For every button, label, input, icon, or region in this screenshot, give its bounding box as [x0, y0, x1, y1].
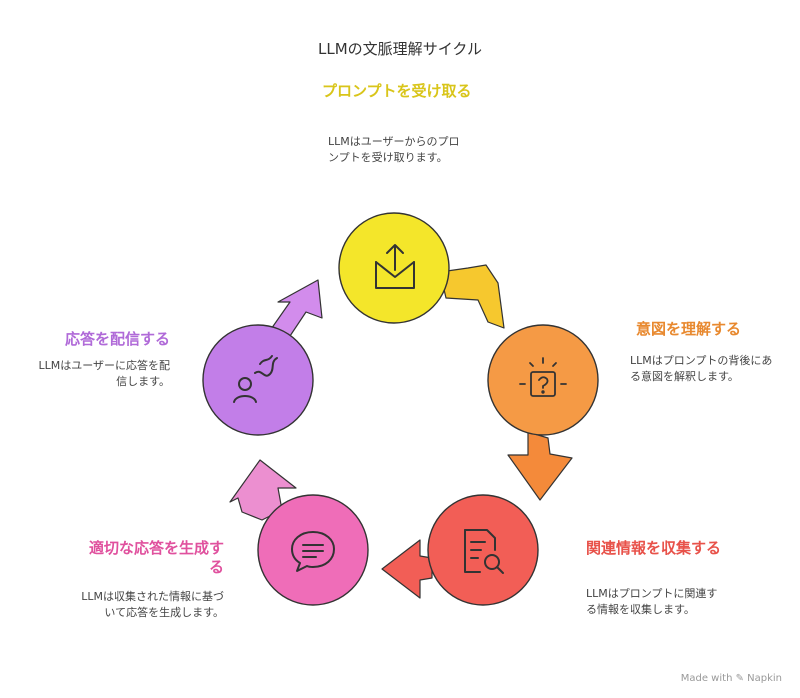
step-title-deliver: 応答を配信する — [64, 330, 170, 348]
step-desc-deliver: LLMはユーザーに応答を配信します。 — [38, 359, 170, 388]
chat-bubble-icon — [291, 531, 335, 572]
step-desc-receive: LLMはユーザーからのプロンプトを受け取ります。 — [328, 135, 460, 164]
user-delivery-icon — [233, 355, 278, 403]
step-desc-understand: LLMはプロンプトの背後にある意図を解釈します。 — [630, 354, 773, 383]
arrow-generate-to-deliver — [229, 459, 297, 521]
step-title-collect: 関連情報を収集する — [586, 539, 722, 557]
step-title-receive: プロンプトを受け取る — [322, 82, 472, 100]
arrow-receive-to-understand — [439, 264, 505, 329]
step-desc-generate: LLMは収集された情報に基づいて応答を生成します。 — [81, 590, 224, 619]
arrow-collect-to-generate — [381, 539, 433, 599]
napkin-credit[interactable]: Made with ✎ Napkin — [680, 673, 782, 684]
step-desc-collect: LLMはプロンプトに関連する情報を収集します。 — [586, 587, 718, 616]
document-search-icon — [464, 529, 504, 574]
step-circle-collect — [427, 494, 539, 606]
envelope-upload-icon — [375, 244, 415, 289]
diagram-title: LLMの文脈理解サイクル — [318, 40, 482, 58]
arrow-understand-to-collect — [507, 431, 573, 501]
step-title-understand: 意図を理解する — [636, 320, 742, 338]
step-circle-understand — [487, 324, 599, 436]
question-box-icon — [519, 357, 567, 397]
step-title-generate: 適切な応答を生成する — [88, 539, 224, 576]
step-circle-deliver — [202, 324, 314, 436]
